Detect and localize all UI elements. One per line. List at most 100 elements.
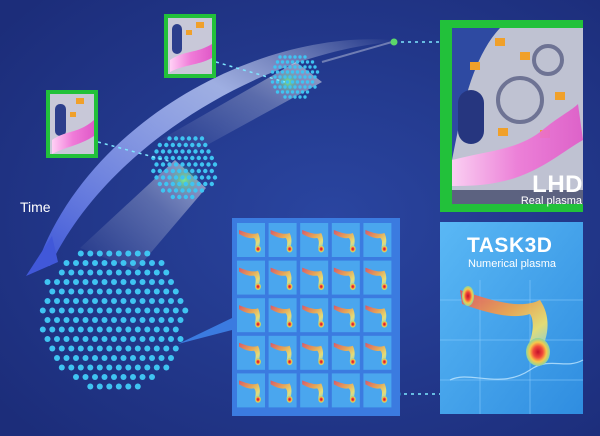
simulation-cell: [268, 335, 297, 370]
simulation-cell: [363, 260, 392, 295]
particle-dot: [170, 194, 175, 200]
particle-dot: [63, 260, 70, 266]
particle-dot: [92, 279, 98, 285]
particle-dot: [196, 168, 201, 174]
particle-dot: [313, 65, 317, 69]
particle-dot: [313, 85, 317, 89]
particle-dot: [139, 374, 146, 380]
particle-dot: [295, 70, 300, 74]
particle-dot: [101, 298, 108, 304]
simulation-cell: [237, 260, 265, 295]
particle-dot: [77, 269, 84, 276]
particle-dot: [154, 162, 159, 167]
particle-dot: [170, 168, 175, 174]
simulation-cell: [300, 373, 329, 408]
particle-dot: [96, 383, 103, 390]
particle-dot: [157, 142, 162, 148]
particle-dot: [280, 60, 285, 64]
particle-dot: [115, 383, 122, 390]
particle-dot: [298, 95, 302, 99]
particle-dot: [54, 355, 60, 361]
particle-dot: [92, 374, 98, 380]
particle-dot: [293, 65, 297, 69]
particle-dot: [298, 55, 302, 59]
task3d-panel: [440, 222, 584, 414]
simulation-cell: [237, 373, 265, 408]
particle-dot: [199, 149, 205, 154]
particle-dot: [283, 55, 287, 59]
particle-dot: [77, 307, 84, 314]
particle-dot: [275, 80, 280, 84]
particle-dot: [164, 155, 169, 161]
particle-dot: [44, 336, 51, 342]
particle-dot: [111, 317, 117, 323]
particle-dot: [163, 345, 170, 352]
particle-dot: [206, 149, 211, 154]
particle-dot: [77, 345, 84, 352]
particle-dot: [54, 279, 60, 285]
particle-dot: [193, 188, 198, 193]
particle-dot: [49, 307, 56, 314]
particle-dot: [130, 298, 136, 304]
particle-dot: [63, 298, 70, 304]
particle-dot: [125, 345, 132, 352]
particle-dot: [120, 317, 127, 323]
simulation-cell: [363, 298, 392, 333]
particle-dot: [173, 175, 179, 180]
particle-dot: [295, 90, 300, 94]
particle-dot: [101, 260, 108, 266]
particle-dot: [167, 149, 172, 154]
particle-dot: [73, 260, 79, 266]
time-label: Time: [20, 199, 51, 215]
particle-dot: [96, 307, 103, 314]
particle-dot: [278, 85, 282, 89]
simulation-cell: [331, 298, 360, 333]
particle-dot: [101, 317, 108, 323]
particle-dot: [49, 326, 56, 333]
particle-dot: [106, 288, 113, 295]
simulation-cell: [300, 298, 329, 333]
particle-dot: [163, 288, 170, 295]
simulation-cell: [300, 223, 329, 257]
lhd-panel: [440, 20, 583, 212]
particle-dot: [170, 181, 175, 187]
particle-dot: [68, 269, 75, 276]
particle-dot: [111, 260, 117, 266]
particle-dot: [303, 75, 307, 79]
particle-dot: [106, 250, 113, 257]
simulation-cell: [268, 373, 297, 408]
particle-dot: [139, 355, 146, 361]
particle-dot: [310, 70, 315, 74]
particle-dot: [206, 162, 211, 167]
lhd-subtitle: Real plasma: [520, 195, 582, 207]
particle-dot: [190, 181, 195, 187]
particle-dot: [134, 307, 141, 314]
particle-dot: [77, 250, 84, 257]
particle-dot: [96, 269, 103, 276]
particle-dot: [167, 188, 172, 193]
particle-dot: [158, 355, 165, 361]
particle-dot: [96, 326, 103, 333]
particle-dot: [125, 383, 132, 390]
particle-dot: [157, 181, 162, 187]
particle-dot: [153, 307, 160, 314]
particle-dot: [193, 149, 198, 154]
particle-dot: [134, 250, 141, 257]
particle-dot: [77, 326, 84, 333]
grid-pointer: [178, 318, 232, 344]
particle-dot: [280, 70, 285, 74]
particle-dot: [293, 55, 297, 59]
particle-dot: [82, 260, 89, 266]
particle-dot: [280, 90, 285, 94]
particle-dot: [163, 269, 170, 276]
particle-dot: [167, 136, 172, 141]
simulation-cell: [363, 335, 392, 370]
particle-dot: [303, 55, 307, 59]
particle-dot: [209, 155, 214, 161]
particle-dot: [183, 168, 188, 174]
particle-dot: [288, 55, 292, 59]
particle-dot: [153, 345, 160, 352]
particle-dot: [199, 136, 205, 141]
time-arrow: [26, 39, 392, 276]
particle-dot: [163, 326, 170, 333]
